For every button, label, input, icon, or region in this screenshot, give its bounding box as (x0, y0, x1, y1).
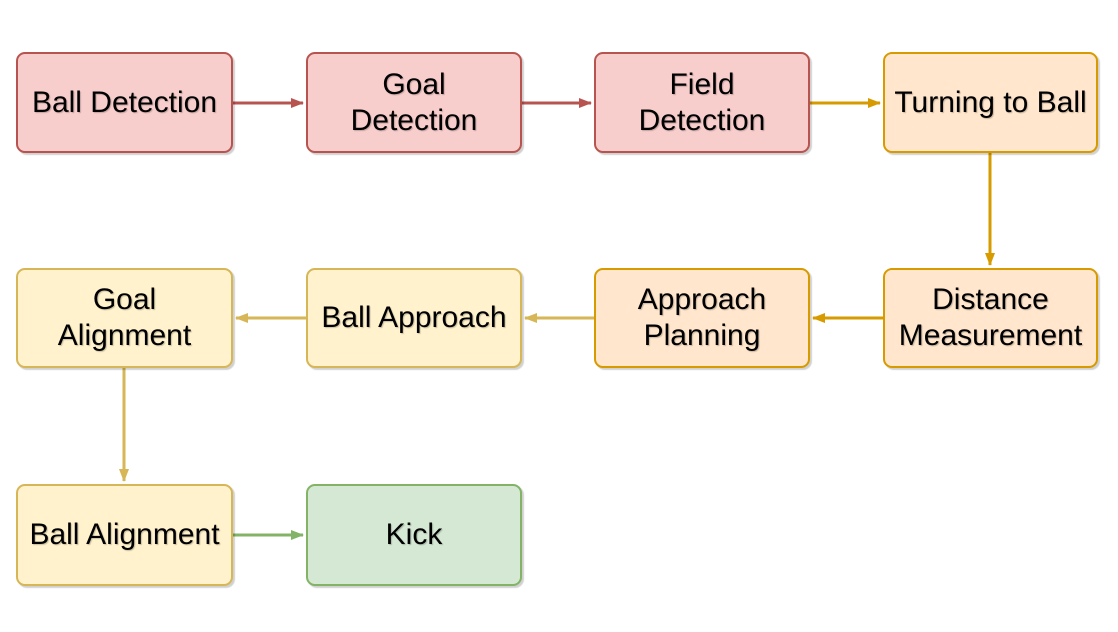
node-goal-alignment-label: Goal Alignment (57, 283, 192, 352)
node-ball-approach-label: Ball Approach (321, 301, 507, 334)
node-goal-alignment: Goal Alignment (16, 268, 233, 368)
node-turning-to-ball: Turning to Ball (883, 52, 1098, 153)
node-kick: Kick (306, 484, 522, 586)
node-field-detection-label: Field Detection (638, 67, 766, 137)
node-approach-planning-label: Approach Planning (637, 283, 767, 352)
node-distance-measurement-label: Distance Measurement (898, 283, 1083, 352)
node-ball-alignment-label: Ball Alignment (29, 518, 220, 551)
node-goal-detection: Goal Detection (306, 52, 522, 153)
node-ball-detection-label: Ball Detection (31, 85, 218, 119)
node-approach-planning: Approach Planning (594, 268, 810, 368)
node-field-detection: Field Detection (594, 52, 810, 153)
node-distance-measurement: Distance Measurement (883, 268, 1098, 368)
node-kick-label: Kick (385, 518, 443, 551)
node-turning-to-ball-label: Turning to Ball (894, 85, 1087, 119)
node-ball-alignment: Ball Alignment (16, 484, 233, 586)
node-goal-detection-label: Goal Detection (350, 67, 478, 137)
node-ball-approach: Ball Approach (306, 268, 522, 368)
node-ball-detection: Ball Detection (16, 52, 233, 153)
